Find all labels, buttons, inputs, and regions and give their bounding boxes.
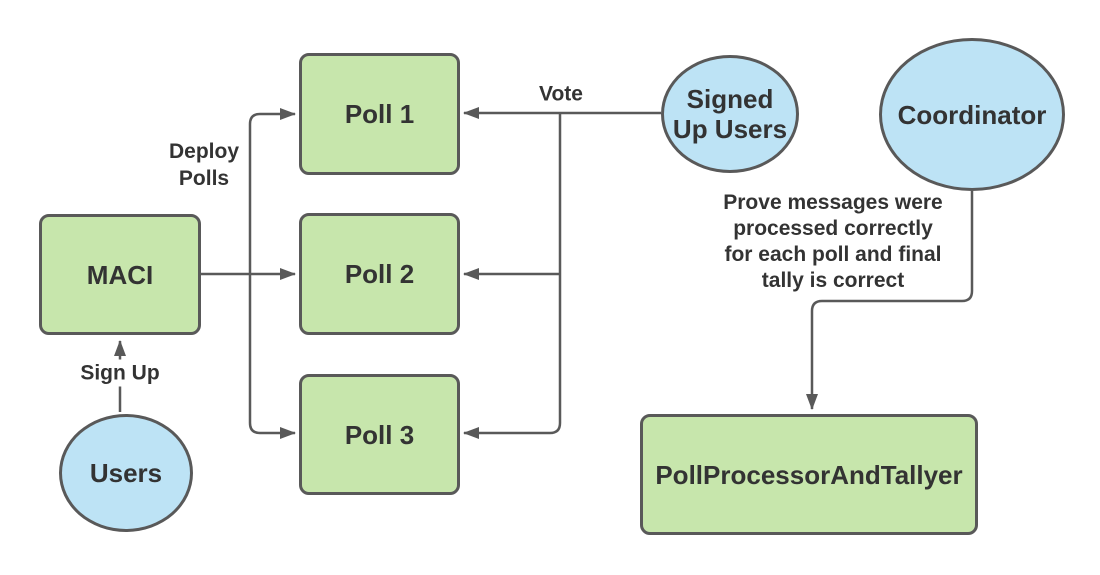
- edge-label-deploy-polls-line-2: Polls: [178, 167, 230, 190]
- edge-label-sign-up: Sign Up: [76, 359, 164, 387]
- node-maci: MACI: [39, 214, 201, 335]
- node-coordinator: Coordinator: [879, 38, 1065, 191]
- edge-label-vote-text: Vote: [539, 82, 583, 106]
- node-poll-2: Poll 2: [299, 213, 460, 335]
- node-coordinator-label: Coordinator: [897, 99, 1047, 130]
- node-poll-processor-and-tallyer-label: PollProcessorAndTallyer: [655, 459, 963, 490]
- edge-label-prove-line-2: processed correctly: [733, 217, 933, 240]
- edge-label-prove-line-1: Prove messages were: [723, 191, 943, 214]
- node-users-label: Users: [89, 458, 163, 488]
- edge-label-deploy-polls: Deploy Polls: [169, 138, 239, 192]
- node-poll-processor-and-tallyer: PollProcessorAndTallyer: [640, 414, 978, 535]
- edge-deploy-poll-3: [248, 274, 296, 439]
- edge-label-vote: Vote: [535, 80, 587, 108]
- node-signed-up-users: Signed Up Users: [661, 55, 799, 173]
- edge-label-sign-up-text: Sign Up: [80, 361, 160, 385]
- node-poll-1: Poll 1: [299, 53, 460, 175]
- edge-label-prove-line-4: tally is correct: [761, 269, 905, 292]
- node-poll-2-label: Poll 2: [344, 259, 415, 289]
- node-signed-up-users-label: Signed Up Users: [673, 84, 787, 144]
- edge-deploy-poll-1: [248, 108, 296, 274]
- edge-label-prove-line-3: for each poll and final: [724, 243, 942, 266]
- edge-label-prove: Prove messages were processed correctly …: [723, 190, 942, 294]
- node-poll-3: Poll 3: [299, 374, 460, 495]
- node-poll-1-label: Poll 1: [344, 99, 415, 129]
- edge-label-deploy-polls-line-1: Deploy: [168, 140, 240, 163]
- node-maci-label: MACI: [86, 259, 154, 290]
- node-signed-up-users-line-2: Up Users: [672, 114, 788, 144]
- node-poll-3-label: Poll 3: [344, 419, 415, 450]
- edge-prove: [806, 191, 974, 410]
- node-users: Users: [59, 414, 193, 532]
- node-signed-up-users-line-1: Signed: [686, 84, 774, 114]
- edge-vote-poll-3: [463, 113, 562, 439]
